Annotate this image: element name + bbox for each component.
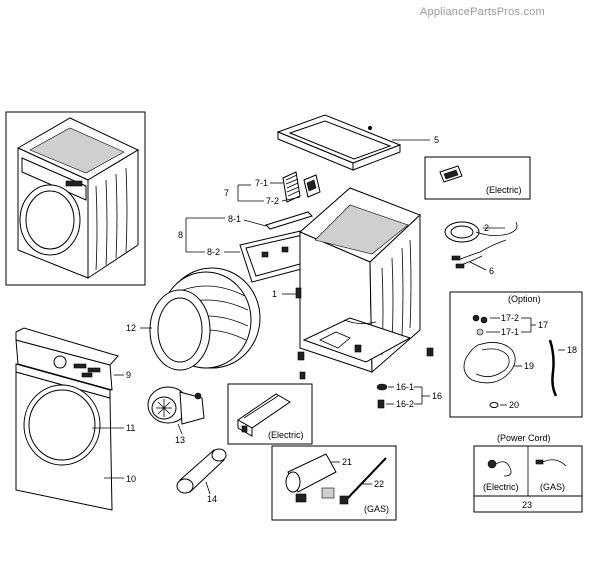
callout-10: 10 bbox=[126, 474, 136, 484]
cord-parts-2-6: 2 6 bbox=[444, 221, 518, 276]
duct-part-14: 14 bbox=[176, 448, 227, 504]
callout-11: 11 bbox=[126, 423, 135, 433]
callout-9: 9 bbox=[126, 370, 131, 380]
power-cord-inset: (Power Cord) (Electric) (GAS) 23 bbox=[473, 433, 583, 513]
front-panel-parts-10-11: 11 10 bbox=[15, 363, 136, 511]
electric-top-label: (Electric) bbox=[486, 185, 522, 195]
electric-inset-top: (Electric) bbox=[424, 156, 531, 200]
callout-8: 8 bbox=[178, 230, 183, 240]
callout-14: 14 bbox=[207, 494, 217, 504]
drum-part-12: 12 bbox=[126, 267, 261, 371]
callout-17-2: 17-2 bbox=[501, 313, 519, 323]
callout-12: 12 bbox=[126, 323, 136, 333]
callout-1: 1 bbox=[272, 289, 277, 299]
callout-5: 5 bbox=[434, 135, 439, 145]
cabinet-part-1: 1 bbox=[272, 187, 434, 380]
electric-heater-label: (Electric) bbox=[268, 430, 304, 440]
callout-6: 6 bbox=[489, 266, 494, 276]
filter-parts-7: 7-1 7-2 7 bbox=[224, 171, 321, 206]
callout-21: 21 bbox=[342, 457, 352, 467]
callout-13: 13 bbox=[175, 435, 185, 445]
callout-8-1: 8-1 bbox=[228, 214, 241, 224]
watermark: AppliancePartsPros.com bbox=[420, 6, 545, 18]
callout-18: 18 bbox=[567, 345, 577, 355]
option-inset: (Option) 17-2 17-1 17 19 18 20 bbox=[449, 291, 583, 418]
callout-16: 16 bbox=[432, 391, 442, 401]
callout-16-2: 16-2 bbox=[396, 399, 414, 409]
power-gas-label: (GAS) bbox=[540, 482, 565, 492]
control-panel-part-9: 9 bbox=[15, 327, 131, 391]
foot-parts-16: 16-1 16-2 16 bbox=[376, 382, 442, 409]
callout-17: 17 bbox=[538, 320, 548, 330]
option-label: (Option) bbox=[508, 294, 541, 304]
callout-7-1: 7-1 bbox=[255, 178, 268, 188]
callout-16-1: 16-1 bbox=[396, 382, 414, 392]
callout-17-1: 17-1 bbox=[501, 327, 519, 337]
callout-19: 19 bbox=[524, 361, 534, 371]
callout-7-2: 7-2 bbox=[266, 196, 279, 206]
callout-22: 22 bbox=[374, 479, 384, 489]
callout-8-2: 8-2 bbox=[207, 247, 220, 257]
power-electric-label: (Electric) bbox=[483, 482, 519, 492]
electric-heater-inset: (Electric) bbox=[227, 383, 313, 445]
callout-7: 7 bbox=[224, 188, 229, 198]
gas-burner-inset: 21 22 (GAS) bbox=[271, 445, 397, 521]
callout-20: 20 bbox=[509, 400, 519, 410]
blower-part-13: 13 bbox=[147, 386, 205, 445]
assembled-dryer-inset bbox=[5, 111, 146, 286]
top-plate-part-5: 5 bbox=[276, 114, 439, 171]
power-cord-label: (Power Cord) bbox=[497, 433, 551, 443]
callout-2: 2 bbox=[484, 223, 489, 233]
callout-23: 23 bbox=[522, 500, 532, 510]
gas-burner-label: (GAS) bbox=[364, 504, 389, 514]
